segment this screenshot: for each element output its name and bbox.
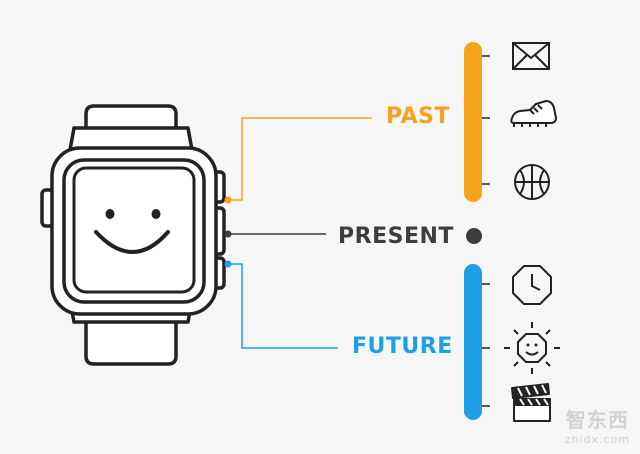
watermark-logo: 智东西 [565, 408, 629, 432]
future-label: FUTURE [352, 334, 453, 359]
smartwatch-illustration [40, 104, 226, 366]
past-connector-dot [224, 196, 232, 204]
basketball-icon [514, 164, 550, 200]
sun-icon [504, 322, 560, 374]
future-bar [464, 264, 482, 420]
smiley-face [94, 209, 170, 254]
present-dot-icon [466, 228, 482, 244]
connector-lines [228, 117, 372, 349]
past-connector [230, 117, 372, 201]
future-connector-dot [224, 260, 232, 268]
watermark: 智东西 zhidx.com [565, 404, 630, 446]
future-connector [230, 263, 338, 349]
sneaker-icon [510, 100, 557, 127]
envelope-icon [512, 42, 550, 70]
past-label: PAST [386, 104, 450, 129]
watermark-url: zhidx.com [564, 433, 630, 446]
timeline-ticks [482, 55, 490, 407]
present-label: PRESENT [338, 224, 454, 249]
clapperboard-icon [511, 383, 551, 422]
past-bar [464, 42, 482, 202]
clock-icon [512, 265, 552, 305]
present-connector-dot [224, 230, 232, 238]
